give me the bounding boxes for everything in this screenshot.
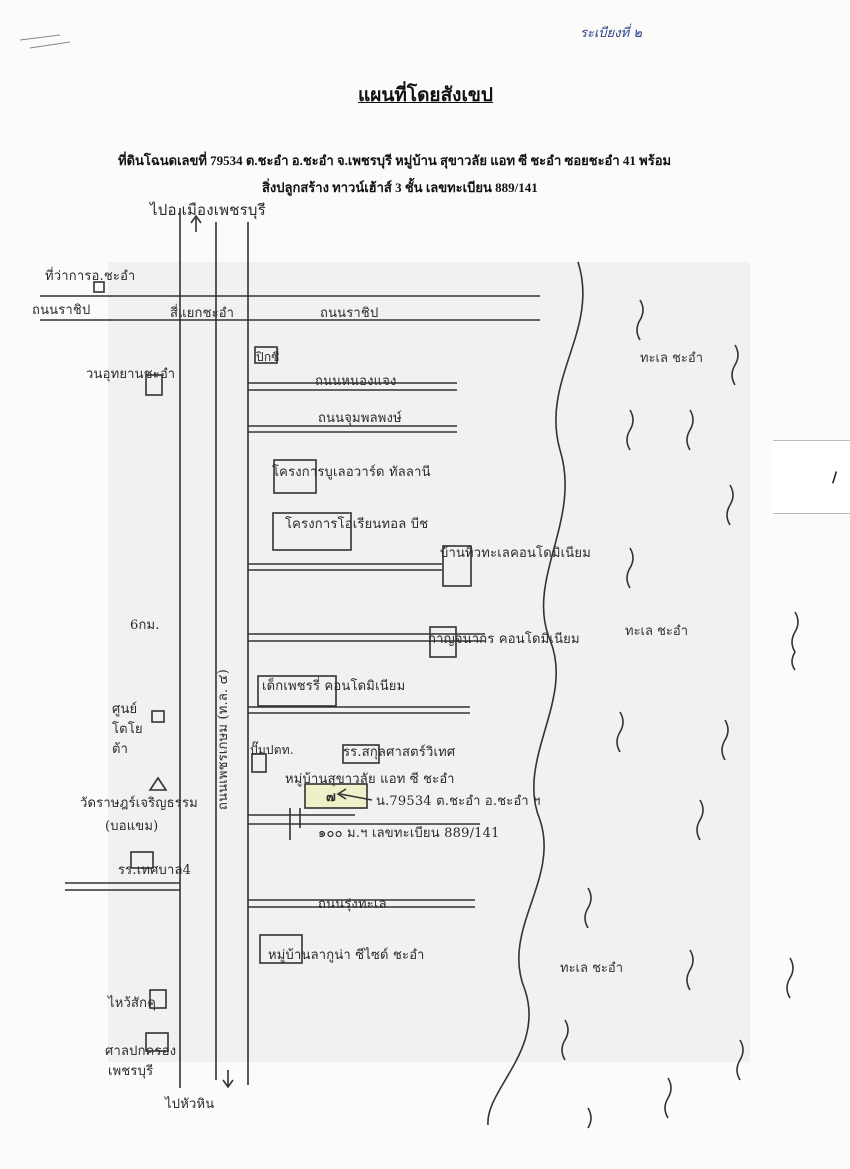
court-box — [145, 1032, 169, 1052]
label-laguna-village: หมู่บ้านลากูน่า ซีไซด์ ชะอำ — [268, 948, 425, 963]
label-condo-1: บ้านทิวทะเลคอนโดมิเนียม — [440, 546, 591, 561]
label-sea-road: ถนนรุ่งทะเล — [318, 897, 387, 912]
label-sea-2: ทะเล ชะอำ — [625, 624, 689, 639]
scan-shading — [108, 262, 750, 1062]
school-1-box — [342, 744, 380, 764]
label-boulevard-project: โครงการบูเลอวาร์ด ทัลลานี — [272, 465, 431, 480]
label-to-phetchaburi: ไปอ.เมืองเพชรบุรี — [150, 201, 266, 219]
label-shrine: ไหว้สักคุ — [108, 996, 157, 1011]
label-highway: ถนนเพชรเกษม (ท.ล. ๔) — [216, 669, 231, 810]
label-school-1: รร.สกุลศาสตร์วิเทศ — [343, 745, 456, 760]
label-school-2: รร.เทศบาล4 — [118, 863, 192, 878]
label-distance: 6กม. — [130, 618, 160, 633]
district-office-box — [93, 281, 105, 293]
property-description-line-1: ที่ดินโฉนดเลขที่ 79534 ต.ชะอำ อ.ชะอำ จ.เ… — [118, 153, 672, 168]
ptt-box — [251, 753, 267, 773]
label-toyota: ศูนย์โตโยต้า — [112, 702, 143, 757]
park-box — [145, 374, 163, 396]
label-court: ศาลปกครอง — [105, 1044, 177, 1059]
subject-parcel-box — [304, 783, 368, 809]
label-park: วนอุทยานชะอำ — [86, 367, 176, 382]
label-parcel-number: ๗ — [326, 790, 336, 805]
label-district-office: ที่ว่าการอ.ชะอำ — [45, 269, 136, 284]
condo-1-box — [442, 545, 472, 587]
label-court-2: เพชรบุรี — [108, 1064, 154, 1079]
label-to-hua-hin: ไปหัวหิน — [165, 1097, 215, 1112]
property-description-line-2: สิ่งปลูกสร้าง ทาวน์เฮ้าส์ 3 ชั้น เลขทะเบ… — [262, 180, 538, 195]
page-title: แผนที่โดยสังเขป — [358, 85, 493, 106]
toyota-box — [151, 710, 165, 723]
label-sea-3: ทะเล ชะอำ — [560, 961, 624, 976]
bank-box — [254, 346, 278, 364]
shrine-box — [149, 989, 167, 1009]
label-ptt: ปั๊มปตท. — [250, 743, 294, 757]
label-ratchip-road-west: ถนนราชิป — [32, 303, 91, 318]
label-kanjanakorn-condo: กาญจนากร คอนโดมิเนียม — [428, 632, 580, 647]
parcel-pointer — [339, 793, 373, 801]
label-oriental-project: โครงการโอเรียนทอล บีช — [285, 517, 429, 532]
label-cha-am-intersection: สี่แยกชะอำ — [170, 306, 235, 321]
label-temple-alias: (บอแขม) — [105, 819, 159, 834]
label-sea-1: ทะเล ชะอำ — [640, 351, 704, 366]
oriental-box — [272, 512, 352, 551]
label-deed: น.79534 ต.ชะอำ อ.ชะอำ ฯ — [376, 794, 541, 809]
label-bank: ปิกซี่ — [256, 350, 280, 364]
boulevard-box — [273, 459, 317, 494]
edge-mark: / — [832, 470, 838, 486]
school-2-box — [130, 851, 154, 869]
kanjanakorn-box — [429, 626, 457, 658]
edge-tab — [773, 440, 850, 514]
condo-2-box — [257, 675, 337, 707]
temple-triangle — [148, 776, 168, 791]
page-mark: ระเบียงที่ ๒ — [580, 26, 642, 41]
laguna-box — [259, 934, 303, 964]
label-condo-2: เด็กเพชรรี่ คอนโดมิเนียม — [262, 679, 406, 694]
label-ratchip-road-east: ถนนราชิป — [320, 306, 379, 321]
label-nong-chaeng-road: ถนนหนองแจง — [315, 374, 397, 389]
label-soi-distance: ๑๐๐ ม.ฯ เลขทะเบียน 889/141 — [318, 826, 500, 841]
coastline — [487, 261, 584, 1126]
label-village: หมู่บ้านสุขาวลัย แอท ซี ชะอำ — [285, 772, 455, 787]
label-temple: วัดราษฎร์เจริญธรรม — [80, 796, 198, 811]
label-chomphon-road: ถนนจุมพลพงษ์ — [318, 411, 402, 426]
